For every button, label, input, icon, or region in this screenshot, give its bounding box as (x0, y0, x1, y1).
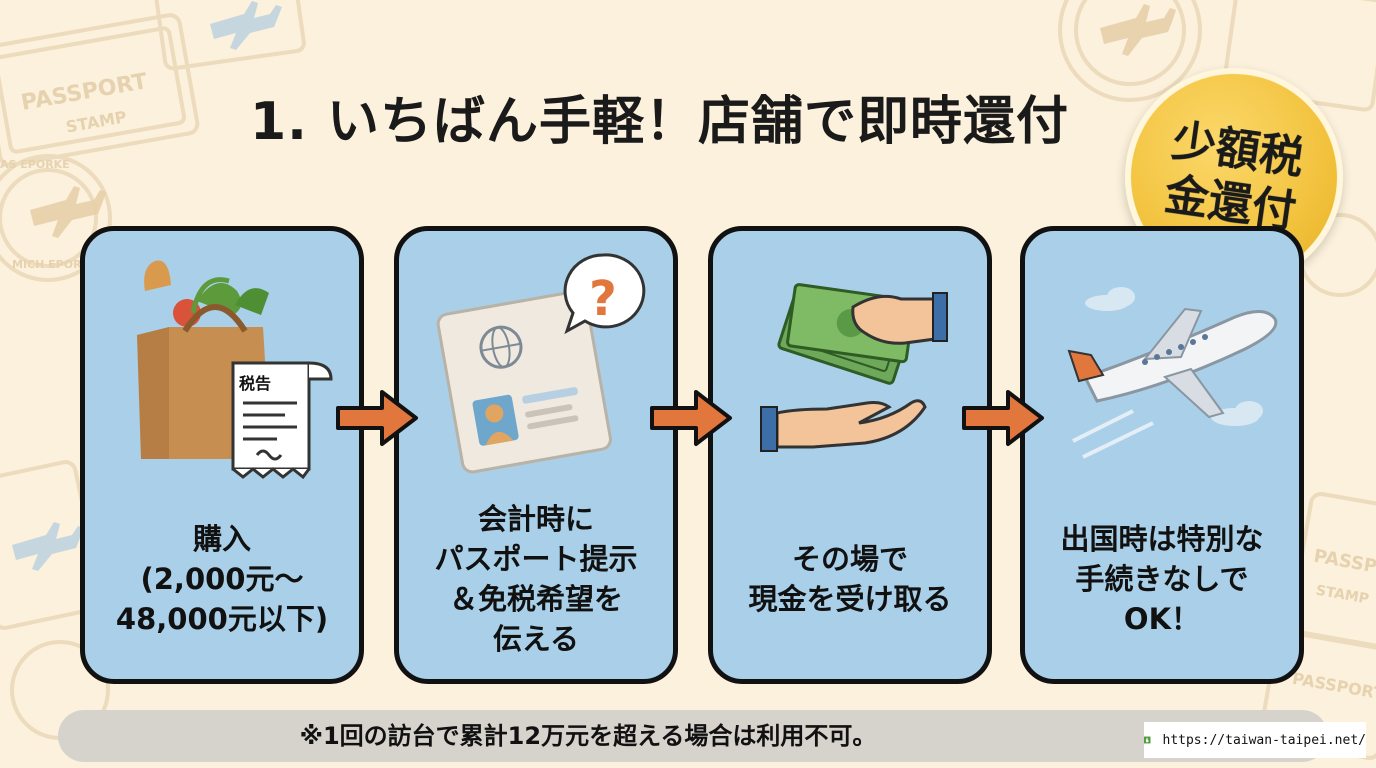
step-line: 購入 (192, 522, 251, 556)
step-caption: 購入 (2,000元～ 48,000元以下) (85, 491, 359, 667)
step-line: 48,000元以下) (115, 602, 329, 636)
step-line: 出国時は特別な (1060, 522, 1264, 556)
footer-note-bar: ※1回の訪台で累計12万元を超える場合は利用不可。 (58, 710, 1328, 762)
step-line: 手続きなしで (1075, 562, 1249, 596)
step-card-purchase: 税告 購入 (2,000元～ 48,000元以下) (80, 226, 364, 684)
footer-note: ※1回の訪台で累計12万元を超える場合は利用不可。 (299, 722, 877, 750)
step-line: パスポート提示 (434, 542, 638, 576)
step-line: その場で (791, 542, 908, 576)
step-line: OK！ (1123, 602, 1201, 636)
site-logo-icon (1144, 736, 1151, 744)
bg-passport-right: PASSPORT (1312, 546, 1376, 585)
page-title: 1. いちばん手軽！店舗で即時還付 (250, 92, 1070, 152)
step-caption: 会計時に パスポート提示 ＆免税希望を 伝える (399, 491, 673, 667)
step-caption: その場で 現金を受け取る (713, 491, 987, 667)
arrow-right-icon (336, 390, 418, 446)
shopping-bag-receipt-icon: 税告 (137, 260, 333, 480)
bg-as-text: AS EPORKE (0, 158, 70, 171)
step-card-departure: 出国時は特別な 手続きなしで OK！ (1020, 226, 1304, 684)
step-caption: 出国時は特別な 手続きなしで OK！ (1025, 491, 1299, 667)
step-line: (2,000元～ (140, 562, 304, 596)
receipt-label: 税告 (239, 374, 271, 393)
passport-question-icon: ? (436, 253, 646, 474)
site-url-link[interactable]: https://taiwan-taipei.net/ (1162, 732, 1367, 748)
arrow-right-icon (650, 390, 732, 446)
site-credit[interactable]: https://taiwan-taipei.net/ (1144, 722, 1366, 758)
bg-stamp-right: STAMP (1315, 583, 1371, 608)
question-mark: ? (589, 271, 617, 327)
step-line: 現金を受け取る (748, 582, 952, 616)
step-line: 伝える (492, 622, 580, 656)
step-line: ＆免税希望を (448, 582, 623, 616)
step-card-cash: その場で 現金を受け取る (708, 226, 992, 684)
arrow-right-icon (962, 390, 1044, 446)
bg-passport-bottom: PASSPORT (1291, 669, 1376, 704)
step-card-passport: ? 会計時に パスポート提示 ＆免税希望を 伝える (394, 226, 678, 684)
step-line: 会計時に (477, 502, 594, 536)
bg-passport-text: PASSPORT (19, 69, 149, 116)
airplane-icon (1067, 287, 1278, 459)
cash-handover-icon (760, 283, 948, 452)
